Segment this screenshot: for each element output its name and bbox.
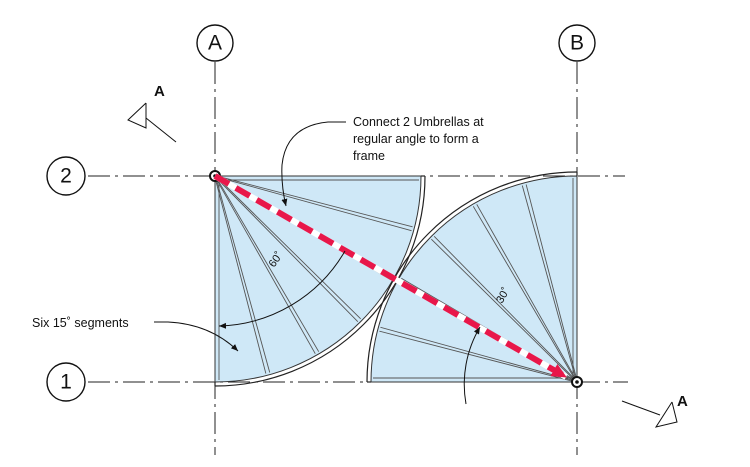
umbrella-right-rib-5b bbox=[525, 184, 578, 383]
umbrella-left-rib-1a bbox=[214, 175, 413, 228]
connect-note-line-2: regular angle to form a bbox=[353, 132, 479, 146]
grid-bubble-b-label: B bbox=[570, 32, 584, 55]
grid-bubble-b: B bbox=[558, 24, 596, 62]
section-mark-top-left-label: A bbox=[154, 83, 165, 100]
segments-note: Six 15˚ segments bbox=[32, 316, 239, 352]
umbrella-right-rib-1b bbox=[380, 326, 578, 383]
umbrella-right-rib-5a bbox=[521, 185, 578, 383]
grid-bubble-2-label: 2 bbox=[60, 165, 72, 188]
umbrella-left-rib-4a bbox=[214, 175, 320, 352]
grid-bubble-1-label: 1 bbox=[60, 371, 72, 394]
connect-note-line-3: frame bbox=[353, 149, 385, 163]
umbrella-left-rib-5a bbox=[214, 175, 271, 373]
umbrella-left-rib-3b bbox=[214, 175, 359, 322]
connect-note-leader bbox=[281, 121, 346, 207]
umbrella-right-rib-4b bbox=[476, 204, 578, 383]
umbrella-left-rib-1b bbox=[214, 175, 412, 232]
umbrella-right-rib-3b bbox=[433, 236, 578, 383]
grid-bubble-1: 1 bbox=[46, 362, 86, 402]
umbrella-left-rib-4b bbox=[214, 175, 316, 354]
connect-note-line-1: Connect 2 Umbrellas at bbox=[353, 115, 484, 129]
umbrella-left-rib-3a bbox=[214, 175, 361, 320]
connect-note: Connect 2 Umbrellas at regular angle to … bbox=[281, 115, 484, 207]
section-mark-bottom-right: A bbox=[621, 393, 688, 428]
segments-note-text: Six 15˚ segments bbox=[32, 316, 129, 330]
segments-note-leader bbox=[154, 321, 239, 352]
grid-bubble-a-label: A bbox=[208, 32, 222, 55]
umbrella-right-rib-4a bbox=[472, 206, 578, 383]
angle-arc-30 bbox=[463, 326, 481, 405]
frame-connector-dashed bbox=[213, 173, 568, 380]
grid-bubble-a: A bbox=[196, 24, 234, 62]
angle-arc-60 bbox=[218, 250, 346, 329]
section-mark-top-left: A bbox=[127, 83, 177, 143]
grid-bubble-2: 2 bbox=[46, 156, 86, 196]
umbrella-right-rib-3a bbox=[431, 238, 578, 383]
umbrella-right-rib-1a bbox=[379, 330, 578, 383]
umbrella-left-rib-5b bbox=[214, 175, 267, 374]
section-mark-bottom-right-label: A bbox=[677, 393, 688, 410]
